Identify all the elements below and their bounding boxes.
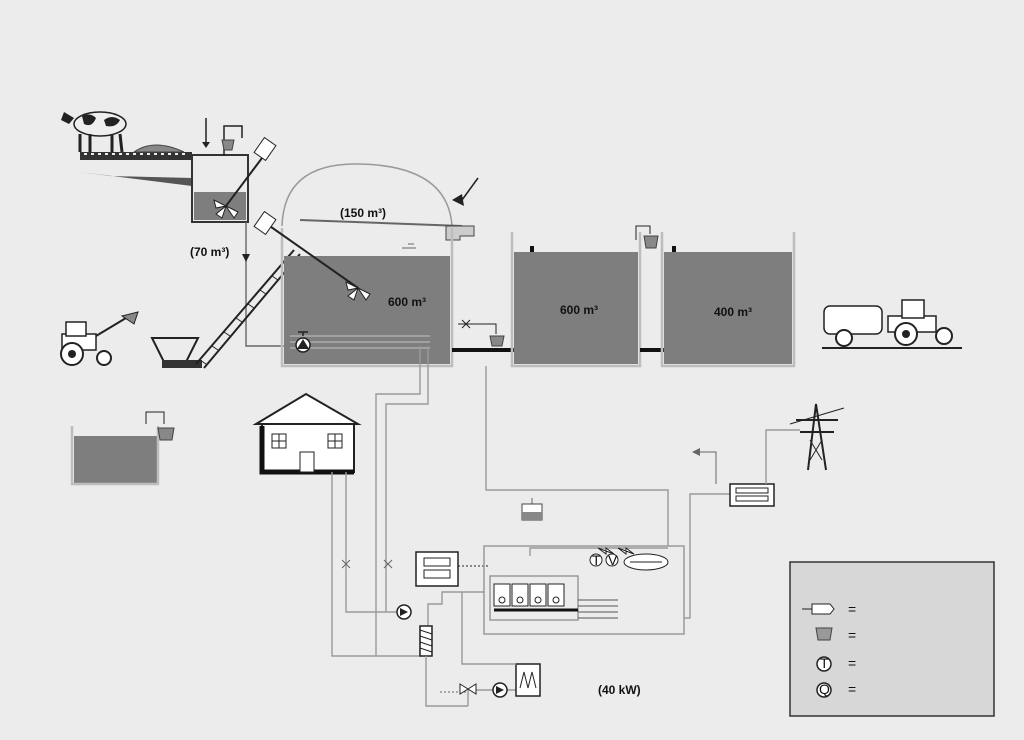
- legend-eq-3: =: [848, 655, 856, 671]
- heat-exchanger-icon: [419, 625, 433, 657]
- cow-icon: [61, 111, 127, 153]
- chp-engine-icon: [493, 583, 618, 619]
- barn-floor: [80, 144, 192, 186]
- solids-store: [70, 411, 175, 486]
- tractor-tanker-icon: [822, 299, 962, 349]
- radiator-icon: [515, 663, 541, 697]
- chp-power-label: (40 kW): [598, 683, 641, 697]
- feed-pump-icon: [295, 331, 311, 353]
- valve-down-icon: [242, 254, 250, 262]
- power-pylon-icon: [789, 403, 845, 471]
- storage-tank-2: [660, 232, 796, 368]
- control-panel-icon: [415, 551, 488, 587]
- legend-sample-bucket-icon: [815, 627, 833, 641]
- v-sensor-label: V: [608, 552, 618, 568]
- svg-text:T: T: [820, 655, 829, 671]
- digester-mixer-icon: [253, 210, 371, 301]
- legend-injector-icon: [802, 603, 835, 615]
- grid-meter-icon: [729, 483, 775, 507]
- legend-thermometer-icon: T: [816, 655, 832, 672]
- solids-hopper: [150, 249, 301, 369]
- chp-engine-box: [489, 575, 579, 621]
- legend-eq-1: =: [848, 601, 856, 617]
- gas-volume-label: (150 m³): [340, 206, 386, 220]
- legend-eq-4: =: [848, 681, 856, 697]
- pre-tank-volume-label: (70 m³): [190, 245, 229, 259]
- house-icon: [252, 392, 362, 475]
- legend-eq-2: =: [848, 627, 856, 643]
- storage2-volume-label: 400 m³: [714, 305, 752, 319]
- svg-text:Q: Q: [819, 681, 830, 697]
- sample-valve-icon: [458, 319, 505, 347]
- gas-train: T V: [589, 547, 669, 571]
- storage-sample-icon: [635, 225, 659, 249]
- storage-tank-1: [510, 232, 642, 368]
- circulation-pump-icon: [396, 604, 412, 620]
- condensate-trap-icon: [521, 498, 543, 521]
- chp-enclosure: [483, 545, 685, 635]
- digester-tank: [253, 210, 454, 368]
- pre-tank: [191, 118, 277, 223]
- gas-dome: [281, 163, 453, 227]
- tractor-loader-icon: [60, 311, 139, 366]
- pre-tank-mixer-icon: [213, 136, 277, 219]
- storage1-volume-label: 600 m³: [560, 303, 598, 317]
- legend-gas-meter-icon: Q: [816, 681, 832, 698]
- digester-volume-label: 600 m³: [388, 295, 426, 309]
- t-sensor-label: T: [592, 552, 601, 568]
